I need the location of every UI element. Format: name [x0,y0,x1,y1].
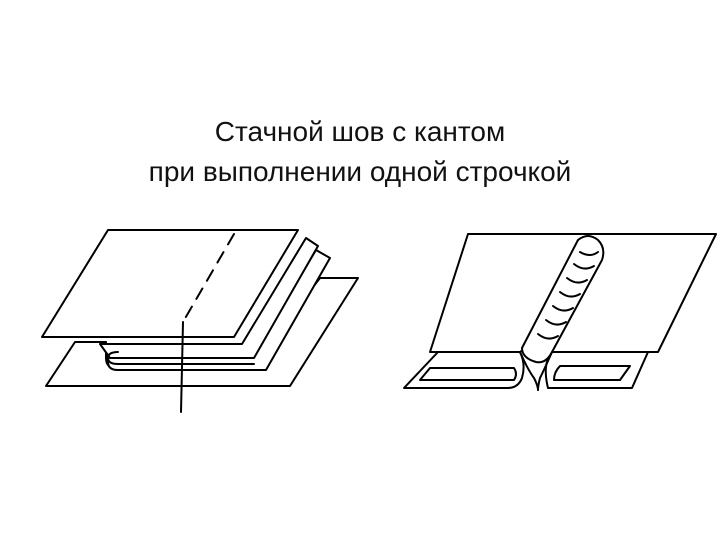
right-right-lower-fabric [544,351,649,389]
left-top-fabric [41,229,299,338]
left-middle-fabric [99,237,319,359]
right-seam-figure [403,233,717,391]
left-seam-figure [41,229,359,413]
right-right-inner-fold [553,365,631,381]
right-left-lower-fabric [403,351,525,389]
title-line-2: при выполнении одной строчкой [148,156,572,187]
right-seam-allowance-right [537,351,553,391]
right-piping-segments [537,251,599,340]
left-stitch-line-dashed [182,233,235,323]
left-stitch-line-solid [180,321,184,413]
diagram-title: Стачной шов с кантом при выполнении одно… [0,112,720,192]
left-inner-fold [107,351,255,365]
title-line-1: Стачной шов с кантом [214,116,506,147]
right-left-inner-fold [419,367,517,381]
